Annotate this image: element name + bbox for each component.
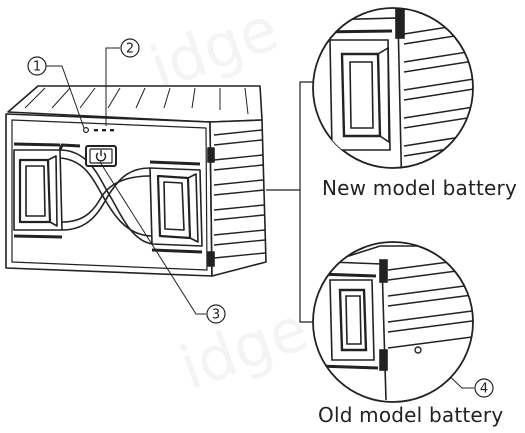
svg-text:idge: idge [171, 294, 317, 404]
left-handle [13, 149, 63, 231]
new-model-zoom [312, 7, 474, 169]
callout-1: 1 [33, 60, 41, 75]
main-battery [5, 85, 267, 277]
callout-3: 3 [212, 308, 220, 323]
callout-4: 4 [480, 382, 488, 397]
old-model-zoom [312, 241, 474, 403]
power-icon [95, 150, 107, 162]
callout-circles [27, 38, 494, 398]
zoom-bracket [266, 81, 318, 323]
right-handle [149, 167, 203, 247]
callout-2: 2 [126, 42, 134, 57]
old-model-label: Old model battery [318, 403, 504, 427]
x-grip [13, 142, 203, 254]
indicator-lights [82, 126, 114, 133]
new-model-label: New model battery [322, 176, 518, 200]
